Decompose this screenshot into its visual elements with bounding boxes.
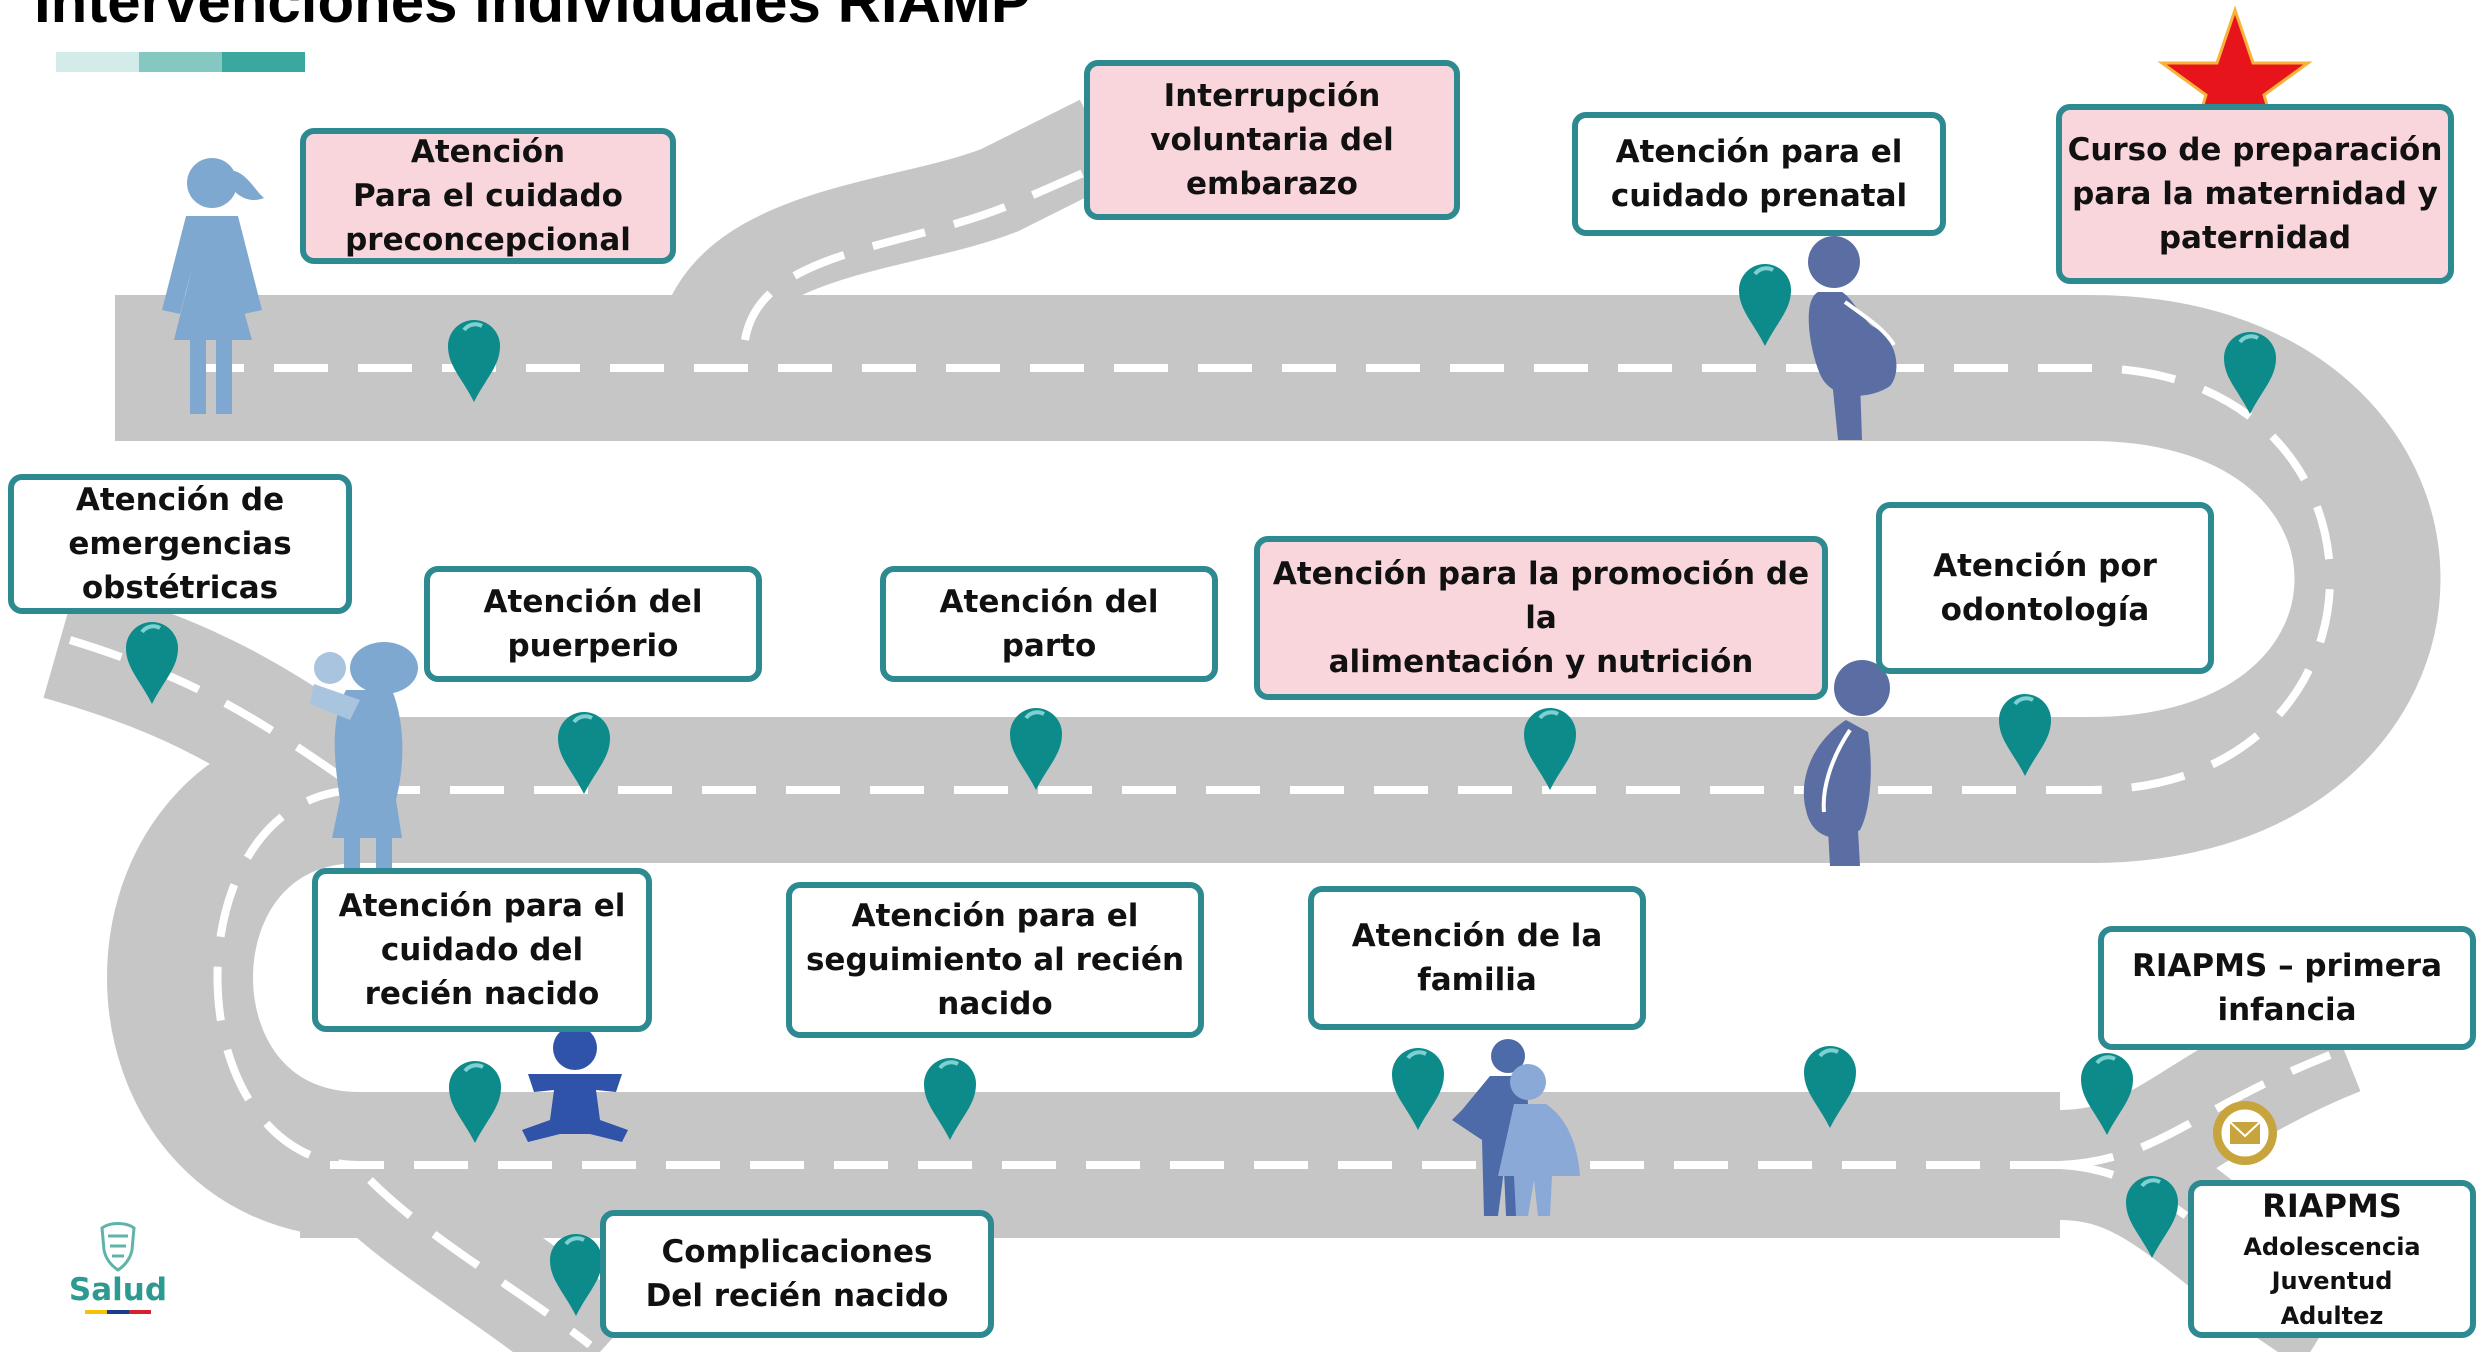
pregnant-woman-icon	[1808, 236, 1897, 440]
box-atencion-puerperio: Atención del puerperio	[424, 566, 762, 682]
pregnant-woman-icon	[1803, 660, 1890, 866]
box-cuidado-recien-nacido: Atención para el cuidado del recién naci…	[312, 868, 652, 1032]
title-bar-segment-2	[139, 52, 222, 72]
flag-stripe	[68, 1310, 168, 1314]
family-icon	[1452, 1039, 1580, 1216]
box-riapms-primera-infancia: RIAPMS – primera infancia	[2098, 926, 2476, 1050]
box-alimentacion-nutricion: Atención para la promoción de la aliment…	[1254, 536, 1828, 700]
box-emergencias-obstetricas: Atención de emergencias obstétricas	[8, 474, 352, 614]
box-interrupcion-voluntaria: Interrupción voluntaria del embarazo	[1084, 60, 1460, 220]
riapms-line-adultez: Adultez	[2280, 1302, 2384, 1331]
box-curso-preparacion: Curso de preparación para la maternidad …	[2056, 104, 2454, 284]
box-seguimiento-recien-nacido: Atención para el seguimiento al recién n…	[786, 882, 1204, 1038]
box-cuidado-preconcepcional: Atención Para el cuidado preconcepcional	[300, 128, 676, 264]
box-atencion-familia: Atención de la familia	[1308, 886, 1646, 1030]
box-cuidado-prenatal: Atención para el cuidado prenatal	[1572, 112, 1946, 236]
woman-icon	[162, 158, 264, 414]
mother-baby-icon	[310, 642, 418, 876]
box-odontologia: Atención por odontología	[1876, 502, 2214, 674]
salud-logo: Salud	[68, 1222, 168, 1314]
box-complicaciones-recien-nacido: Complicaciones Del recién nacido	[600, 1210, 994, 1338]
riapms-line-juventud: Juventud	[2271, 1267, 2393, 1296]
salud-text: Salud	[68, 1272, 168, 1308]
coat-of-arms-icon	[100, 1222, 136, 1272]
riapms-title: RIAPMS	[2262, 1187, 2402, 1226]
box-riapms-adolescencia: RIAPMS Adolescencia Juventud Adultez	[2188, 1180, 2476, 1338]
title-bar-segment-3	[222, 52, 305, 72]
baby-icon	[522, 1026, 628, 1142]
box-atencion-parto: Atención del parto	[880, 566, 1218, 682]
page-title: Intervenciones individuales RIAMP	[34, 0, 1031, 35]
riapms-line-adolescencia: Adolescencia	[2243, 1232, 2421, 1261]
title-bar-segment-1	[56, 52, 139, 72]
seal-icon	[2213, 1101, 2277, 1165]
